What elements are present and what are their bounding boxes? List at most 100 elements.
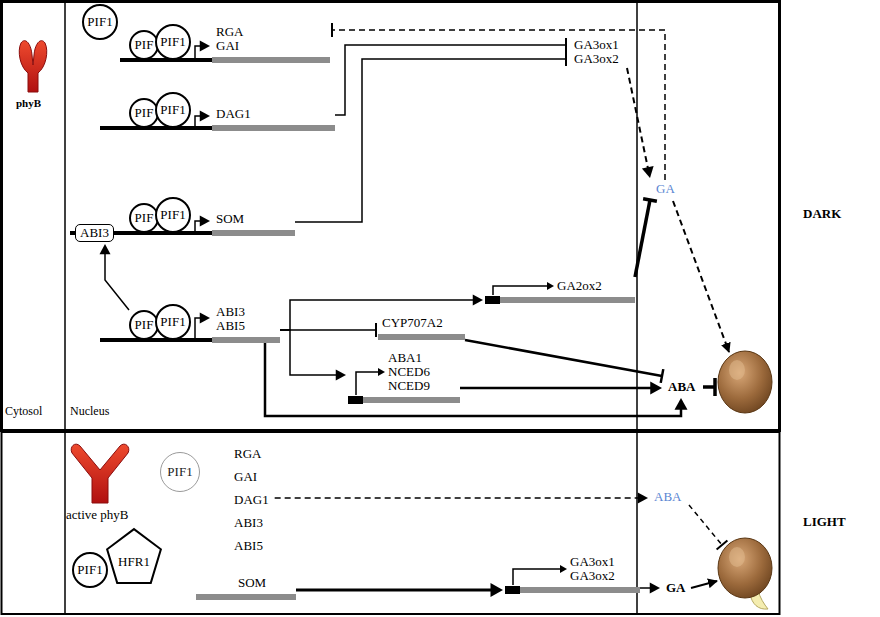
inhibition-bar bbox=[565, 38, 567, 52]
protein-name: PIF1 bbox=[160, 35, 185, 49]
gene-name: NCED9 bbox=[388, 379, 430, 393]
gene-block: GA3ox1GA3ox2 bbox=[568, 36, 627, 68]
protein-circle: PIF1 bbox=[160, 452, 200, 492]
phytochrome-inactive bbox=[19, 41, 47, 92]
seed-highlight bbox=[729, 547, 745, 567]
inhibition-bar bbox=[331, 23, 333, 37]
connector-line bbox=[280, 329, 376, 331]
text-holder: GA bbox=[662, 579, 690, 597]
arrow-head bbox=[675, 398, 688, 410]
gene-name: DAG1 bbox=[234, 488, 269, 511]
connector-line bbox=[191, 318, 201, 340]
gene-name: RGA bbox=[216, 25, 243, 39]
gene-name: GAI bbox=[216, 39, 239, 53]
text-holder: PIF bbox=[135, 38, 154, 52]
gene-list: RGAGAIDAG1ABI3ABI5 bbox=[232, 440, 275, 559]
connector-line bbox=[265, 343, 681, 416]
gene-block: GA2ox2 bbox=[485, 277, 635, 303]
connector bbox=[280, 323, 376, 337]
seed-dormant bbox=[718, 351, 772, 413]
gene-block: ABI3ABI5 bbox=[212, 303, 280, 343]
hormone-name: ABA bbox=[668, 380, 695, 394]
text-holder: GA2ox2 bbox=[485, 277, 635, 295]
inhibition-bar bbox=[375, 323, 377, 337]
protein-circle: PIF1 bbox=[155, 304, 191, 340]
inhibition-bar bbox=[643, 199, 657, 202]
promoter-segment bbox=[348, 396, 363, 404]
protein-name: PIF1 bbox=[160, 208, 185, 222]
promoter-arrow-line bbox=[493, 286, 547, 295]
text-holder: PIF bbox=[135, 106, 154, 120]
compartment-label: Cytosol bbox=[5, 404, 42, 418]
promoter-arrow-line bbox=[356, 372, 378, 395]
text-holder: ABA bbox=[664, 378, 699, 396]
protein-circle: PIF1 bbox=[155, 92, 191, 128]
connector-line bbox=[295, 59, 566, 222]
protein-name: PIF bbox=[135, 38, 154, 52]
arrow-head bbox=[200, 111, 210, 122]
gene-name: ABI5 bbox=[216, 319, 245, 333]
gene-block: CYP707A2 bbox=[378, 314, 465, 340]
gene-name: SOM bbox=[238, 576, 266, 590]
promoter-arrow-line bbox=[513, 569, 560, 585]
dark-panel-frame bbox=[2, 2, 780, 431]
gene-bar bbox=[505, 587, 640, 593]
pentagon-shape bbox=[107, 529, 161, 583]
gene-block: DAG1 bbox=[212, 105, 335, 131]
text-holder: PIF1 bbox=[87, 15, 112, 29]
connector bbox=[100, 244, 130, 310]
gene-bar bbox=[212, 337, 280, 343]
connector-line bbox=[460, 387, 651, 390]
hormone-node: ABA bbox=[664, 378, 699, 396]
gene-bar bbox=[348, 397, 460, 403]
text-holder: CYP707A2 bbox=[378, 314, 465, 332]
gene-block: RGAGAI bbox=[212, 23, 330, 63]
inhibition-line bbox=[703, 385, 715, 389]
gene-name: GA3ox2 bbox=[574, 52, 619, 66]
connector-line bbox=[627, 68, 648, 168]
protein-name: PIF bbox=[135, 211, 154, 225]
text-holder: PIF bbox=[135, 211, 154, 225]
gene-name: GA2ox2 bbox=[557, 279, 602, 293]
gene-bar bbox=[485, 297, 635, 303]
connector bbox=[191, 216, 210, 234]
connector-line bbox=[335, 45, 566, 115]
compartment-label: Nucleus bbox=[70, 404, 109, 418]
connector-line bbox=[296, 589, 492, 592]
gene-block: GA3ox1GA3ox2 bbox=[505, 553, 640, 593]
seed-highlight bbox=[729, 360, 745, 380]
connector bbox=[265, 343, 688, 416]
connector bbox=[640, 583, 660, 594]
gene-name: NCED6 bbox=[388, 365, 430, 379]
connector-line bbox=[465, 340, 662, 376]
text-holder: GA3ox1GA3ox2 bbox=[568, 36, 627, 68]
receptor-label: phyB bbox=[16, 96, 41, 110]
inhibition-line bbox=[689, 505, 722, 545]
connector bbox=[280, 295, 483, 331]
text-holder: SOM bbox=[196, 574, 296, 592]
hormone-node: GA bbox=[662, 579, 690, 597]
connector bbox=[465, 340, 663, 383]
connector-line bbox=[105, 253, 129, 310]
protein-name: HFR1 bbox=[118, 555, 150, 569]
arrow-head bbox=[200, 313, 210, 324]
text-holder: PIF1 bbox=[160, 35, 185, 49]
arrow-head bbox=[638, 493, 648, 504]
promotion-arrow bbox=[673, 201, 729, 352]
gene-name: ABI3 bbox=[234, 511, 263, 534]
connector bbox=[296, 583, 503, 597]
connector bbox=[191, 111, 210, 129]
arrow-head bbox=[642, 166, 654, 178]
promoter-arrow-head bbox=[547, 282, 554, 290]
inhibition-bar bbox=[661, 369, 664, 383]
hormone-name: GA bbox=[656, 182, 675, 196]
text-holder: PIF1 bbox=[160, 208, 185, 222]
arrow-head bbox=[200, 216, 210, 227]
text-holder: HFR1 bbox=[118, 553, 150, 571]
condition-label: DARK bbox=[803, 207, 841, 221]
protein-name: PIF1 bbox=[160, 103, 185, 117]
gene-name: GA3ox2 bbox=[570, 569, 615, 583]
connector bbox=[295, 52, 566, 222]
text-holder: ABA1NCED6NCED9 bbox=[348, 349, 460, 395]
